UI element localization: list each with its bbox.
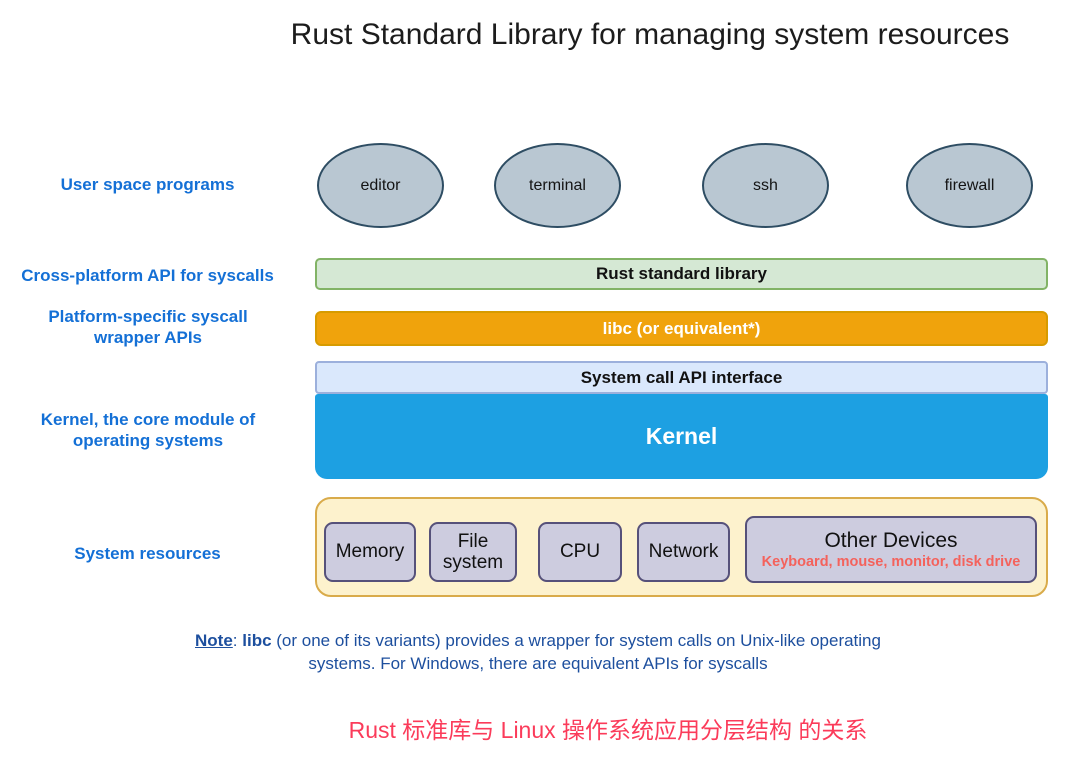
note-separator: : [232, 631, 243, 650]
caption-chinese: Rust 标准库与 Linux 操作系统应用分层结构 的关系 [348, 717, 868, 743]
cpu-label: CPU [559, 541, 601, 563]
kernel-layer: Kernel [315, 394, 1048, 479]
note-body: (or one of its variants) provides a wrap… [271, 631, 881, 673]
label-platform-specific-wrappers: Platform-specific syscall wrapper APIs [48, 307, 248, 347]
note-label: Note [195, 631, 233, 650]
user-program-ellipse-terminal: terminal [494, 143, 621, 228]
resource-box-memory: Memory [324, 522, 416, 582]
ssh-label: ssh [753, 176, 778, 194]
syscall-api-interface-label: System call API interface [580, 367, 783, 387]
diagram-title: Rust Standard Library for managing syste… [290, 18, 1010, 51]
label-system-resources: System resources [74, 544, 221, 563]
other-devices-title: Other Devices [824, 528, 958, 552]
firewall-label: firewall [944, 176, 995, 194]
resource-box-file-system: File system [429, 522, 517, 582]
resource-box-cpu: CPU [538, 522, 622, 582]
memory-label: Memory [335, 541, 405, 563]
user-program-ellipse-editor: editor [317, 143, 444, 228]
terminal-label: terminal [529, 176, 586, 194]
resource-box-other-devices: Other Devices Keyboard, mouse, monitor, … [745, 516, 1037, 583]
resource-box-network: Network [637, 522, 730, 582]
label-cross-platform-api: Cross-platform API for syscalls [21, 266, 274, 285]
libc-label: libc (or equivalent*) [602, 318, 761, 338]
user-program-ellipse-firewall: firewall [906, 143, 1033, 228]
network-label: Network [648, 541, 719, 563]
rust-standard-library-label: Rust standard library [596, 264, 767, 283]
editor-label: editor [360, 176, 401, 194]
kernel-label: Kernel [645, 423, 718, 449]
label-user-space-programs: User space programs [60, 175, 235, 194]
syscall-api-interface-layer: System call API interface [315, 361, 1048, 394]
label-kernel-core-module: Kernel, the core module of operating sys… [40, 410, 256, 450]
file-system-label: File system [442, 530, 504, 573]
rust-standard-library-layer: Rust standard library [315, 258, 1048, 290]
note-libc-term: libc [242, 631, 272, 650]
other-devices-subtitle: Keyboard, mouse, monitor, disk drive [761, 554, 1021, 571]
user-program-ellipse-ssh: ssh [702, 143, 829, 228]
note-text: Note: libc (or one of its variants) prov… [178, 629, 898, 675]
libc-layer: libc (or equivalent*) [315, 311, 1048, 346]
